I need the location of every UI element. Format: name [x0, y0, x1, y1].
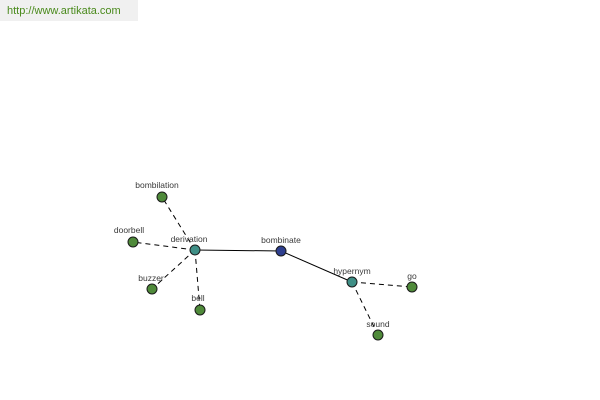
node-label-bell: bell	[191, 293, 204, 303]
nodes-layer	[127, 191, 418, 341]
node-doorbell[interactable]	[127, 236, 139, 248]
node-buzzer[interactable]	[146, 283, 158, 295]
edge-bombinate-hypernym	[280, 250, 353, 283]
node-label-bombilation: bombilation	[135, 180, 179, 190]
node-hypernym[interactable]	[346, 276, 358, 288]
node-derivation[interactable]	[189, 244, 201, 256]
node-bombilation[interactable]	[156, 191, 168, 203]
node-bell[interactable]	[194, 304, 206, 316]
edge-derivation-bell	[194, 249, 201, 311]
edges-layer	[132, 196, 413, 336]
node-label-go: go	[407, 271, 417, 281]
node-label-hypernym: hypernym	[333, 266, 370, 276]
edge-derivation-bombilation	[161, 196, 196, 251]
source-url-link[interactable]: http://www.artikata.com	[0, 0, 138, 21]
node-bombinate[interactable]	[275, 245, 287, 257]
node-label-doorbell: doorbell	[114, 225, 144, 235]
node-label-buzzer: buzzer	[138, 273, 164, 283]
edge-hypernym-sound	[351, 281, 379, 336]
edge-derivation-buzzer	[151, 249, 196, 290]
node-label-bombinate: bombinate	[261, 235, 301, 245]
edge-derivation-bombinate	[194, 249, 282, 252]
node-label-sound: sound	[366, 319, 389, 329]
edge-hypernym-go	[351, 281, 413, 288]
node-label-derivation: derivation	[171, 234, 208, 244]
node-go[interactable]	[406, 281, 418, 293]
labels-layer: bombinate derivation hypernym bombilation do…	[114, 180, 417, 329]
edge-derivation-doorbell	[132, 241, 196, 251]
node-sound[interactable]	[372, 329, 384, 341]
